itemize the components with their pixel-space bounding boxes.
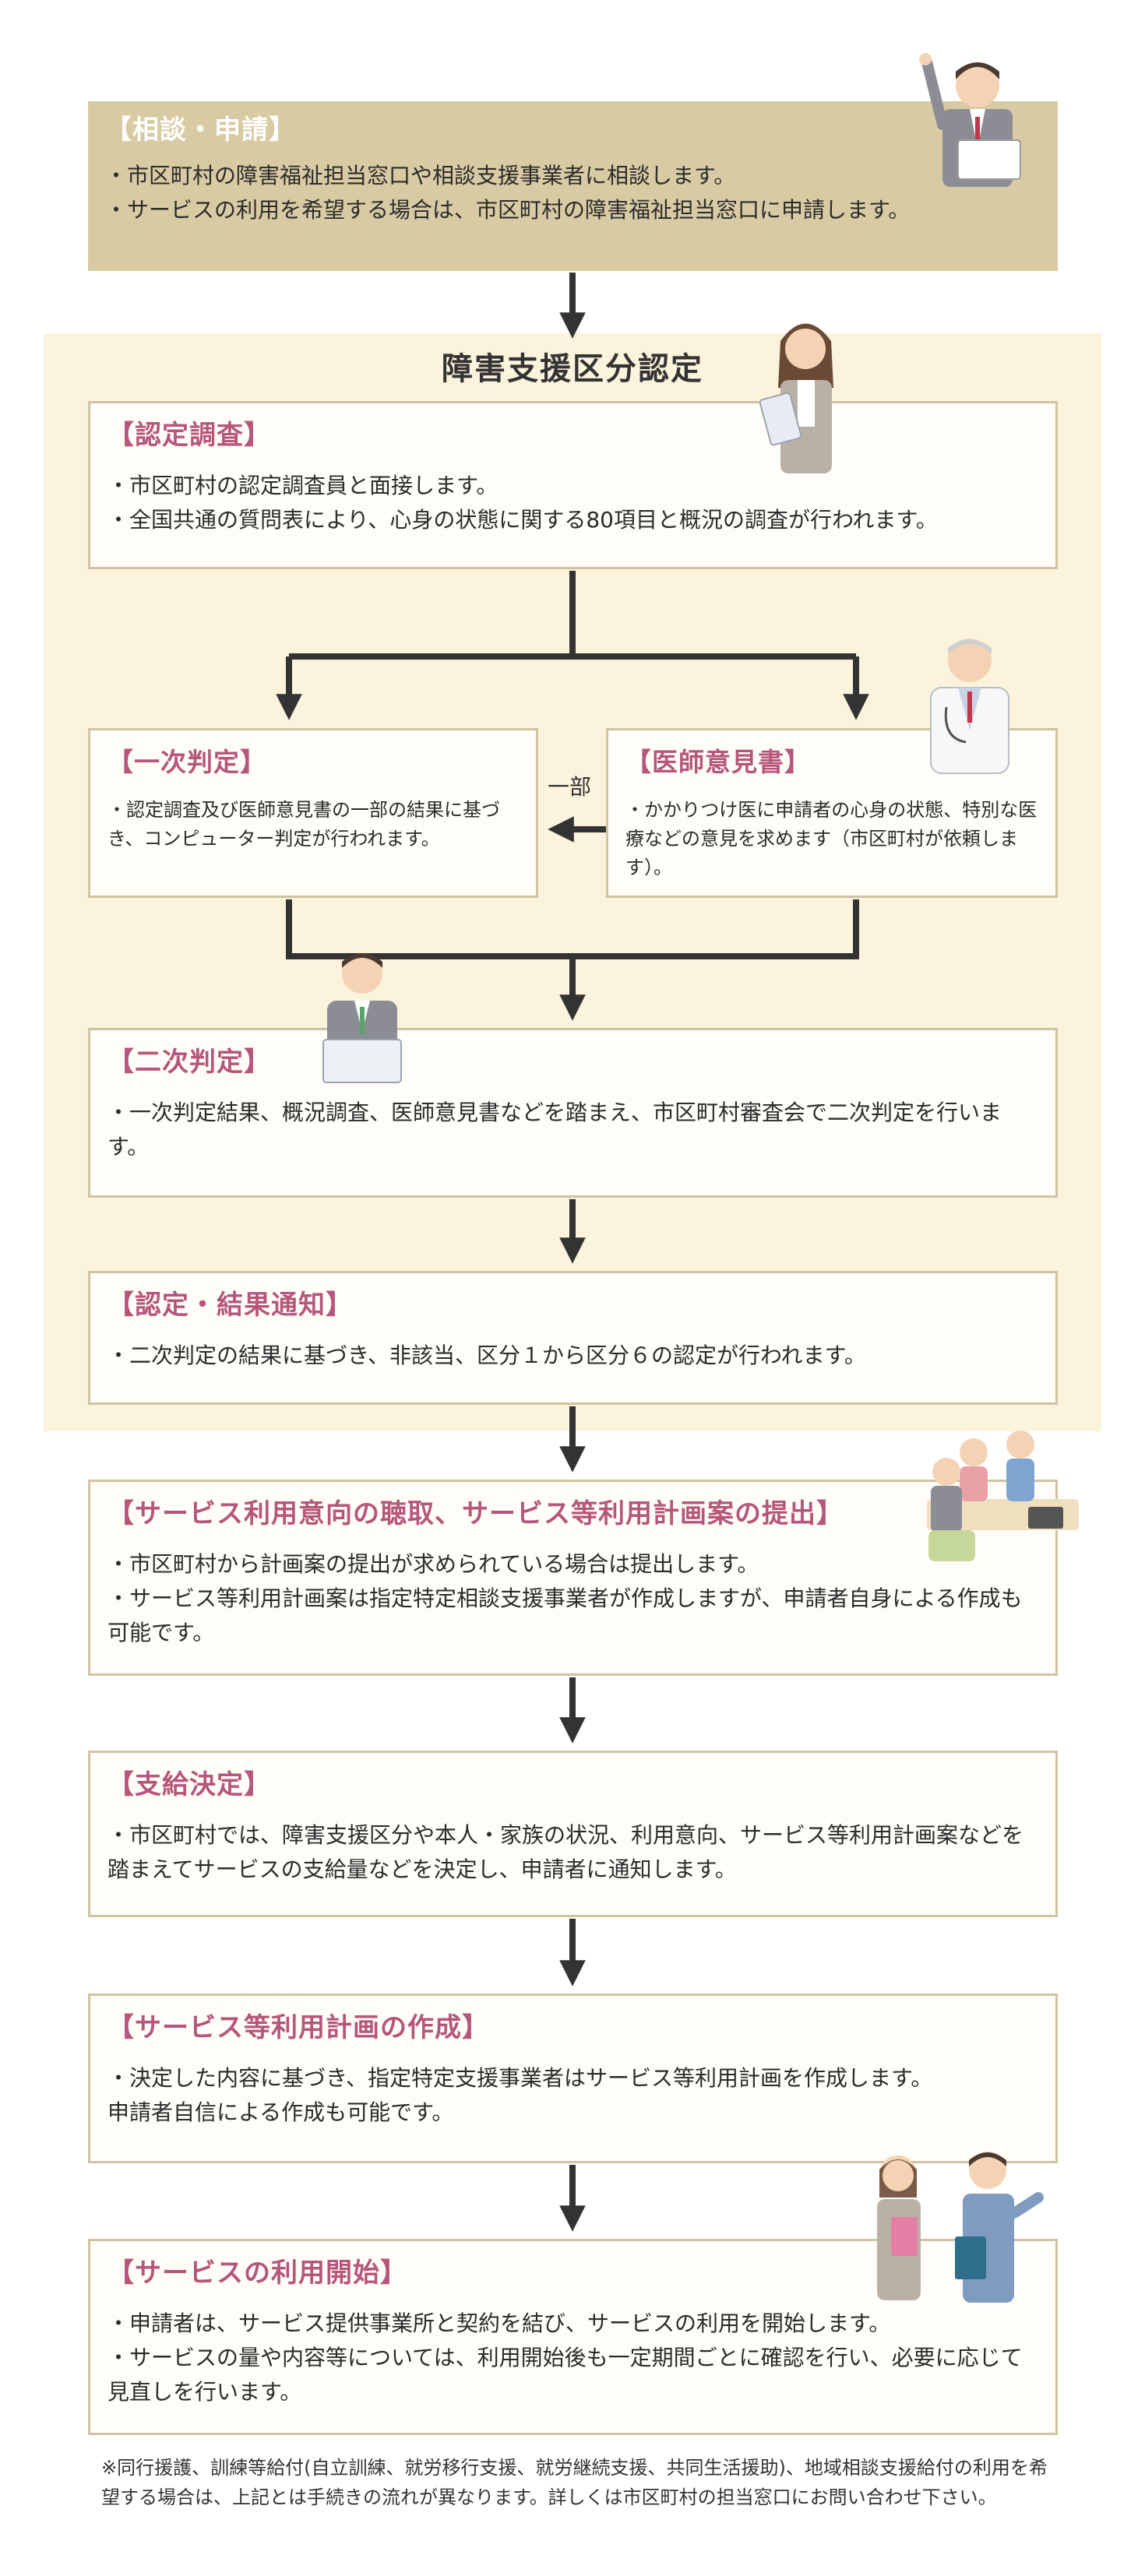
consultation-title: 【相談・申請】 xyxy=(105,114,296,146)
two-staff-icon xyxy=(877,2152,1044,2303)
footnote: ※同行援護、訓練等給付(自立訓練、就労移行支援、就労継続支援、共同生活援助)、地… xyxy=(101,2457,1048,2508)
consultation-step: 【相談・申請】 ・市区町村の障害福祉担当窓口や相談支援事業者に相談します。 ・サ… xyxy=(88,101,1058,271)
doctor-opinion-title: 【医師意見書】 xyxy=(625,747,811,777)
service-start-line: ・サービスの量や内容等については、利用開始後も一定期間ごとに確認を行い、必要に応… xyxy=(107,2345,1023,2405)
man-at-laptop-icon xyxy=(322,953,402,1083)
plan-creation-step: 【サービス等利用計画の作成】 ・決定した内容に基づき、指定特定支援事業者はサービ… xyxy=(88,1994,1058,2163)
plan-creation-title: 【サービス等利用計画の作成】 xyxy=(107,2012,489,2043)
first-judgment-step: 【一次判定】 ・認定調査及び医師意見書の一部の結果に基づき、コンピューター判定が… xyxy=(88,728,538,898)
survey-line: ・全国共通の質問表により、心身の状態に関する80項目と概況の調査が行われます。 xyxy=(107,507,938,533)
survey-title: 【認定調査】 xyxy=(107,420,271,451)
survey-step: 【認定調査】 ・市区町村の認定調査員と面接します。 ・全国共通の質問表により、心… xyxy=(88,401,1058,569)
doctor-icon xyxy=(930,639,1009,774)
woman-with-clipboard-icon xyxy=(759,323,833,473)
second-judgment-step: 【二次判定】 ・一次判定結果、概況調査、医師意見書などを踏まえ、市区町村審査会で… xyxy=(88,1028,1058,1198)
consultation-line: ・市区町村の障害福祉担当窓口や相談支援事業者に相談します。 xyxy=(105,163,736,188)
certification-panel-title: 障害支援区分認定 xyxy=(442,351,703,387)
plan-creation-line: ・決定した内容に基づき、指定特定支援事業者はサービス等利用計画を作成します。 xyxy=(107,2065,933,2091)
service-start-title: 【サービスの利用開始】 xyxy=(107,2258,407,2289)
plan-draft-line: ・サービス等利用計画案は指定特定相談支援事業者が作成しますが、申請者自身による作… xyxy=(107,1585,1023,1645)
plan-draft-title: 【サービス利用意向の聴取、サービス等利用計画案の提出】 xyxy=(107,1498,844,1529)
notification-title: 【認定・結果通知】 xyxy=(107,1290,353,1321)
second-judgment-title: 【二次判定】 xyxy=(107,1047,271,1078)
first-judgment-line: ・認定調査及び医師意見書の一部の結果に基づき、コンピューター判定が行われます。 xyxy=(107,799,500,850)
first-judgment-title: 【一次判定】 xyxy=(107,747,266,777)
payment-decision-step: 【支給決定】 ・市区町村では、障害支援区分や本人・家族の状況、利用意向、サービス… xyxy=(88,1751,1058,1917)
payment-decision-title: 【支給決定】 xyxy=(107,1769,271,1800)
service-start-line: ・申請者は、サービス提供事業所と契約を結び、サービスの利用を開始します。 xyxy=(107,2310,891,2336)
payment-decision-line: ・市区町村では、障害支援区分や本人・家族の状況、利用意向、サービス等利用計画案な… xyxy=(107,1822,1024,1882)
survey-line: ・市区町村の認定調査員と面接します。 xyxy=(107,473,499,498)
plan-creation-line: 申請者自信による作成も可能です。 xyxy=(107,2099,454,2125)
notification-step: 【認定・結果通知】 ・二次判定の結果に基づき、非該当、区分１から区分６の認定が行… xyxy=(88,1271,1058,1405)
presenter-man-icon xyxy=(919,53,1021,187)
meeting-group-icon xyxy=(927,1431,1079,1561)
plan-draft-step: 【サービス利用意向の聴取、サービス等利用計画案の提出】 ・市区町村から計画案の提… xyxy=(88,1480,1058,1676)
partial-label: 一部 xyxy=(548,774,592,800)
plan-draft-line: ・市区町村から計画案の提出が求められている場合は提出します。 xyxy=(107,1551,759,1577)
doctor-opinion-line: ・かかりつけ医に申請者の心身の状態、特別な医療などの意見を求めます（市区町村が依… xyxy=(625,799,1038,878)
notification-line: ・二次判定の結果に基づき、非該当、区分１から区分６の認定が行われます。 xyxy=(107,1343,866,1368)
consultation-line: ・サービスの利用を希望する場合は、市区町村の障害福祉担当窓口に申請します。 xyxy=(105,197,911,223)
second-judgment-line: ・一次判定結果、概況調査、医師意見書などを踏まえ、市区町村審査会で二次判定を行い… xyxy=(107,1100,1002,1160)
